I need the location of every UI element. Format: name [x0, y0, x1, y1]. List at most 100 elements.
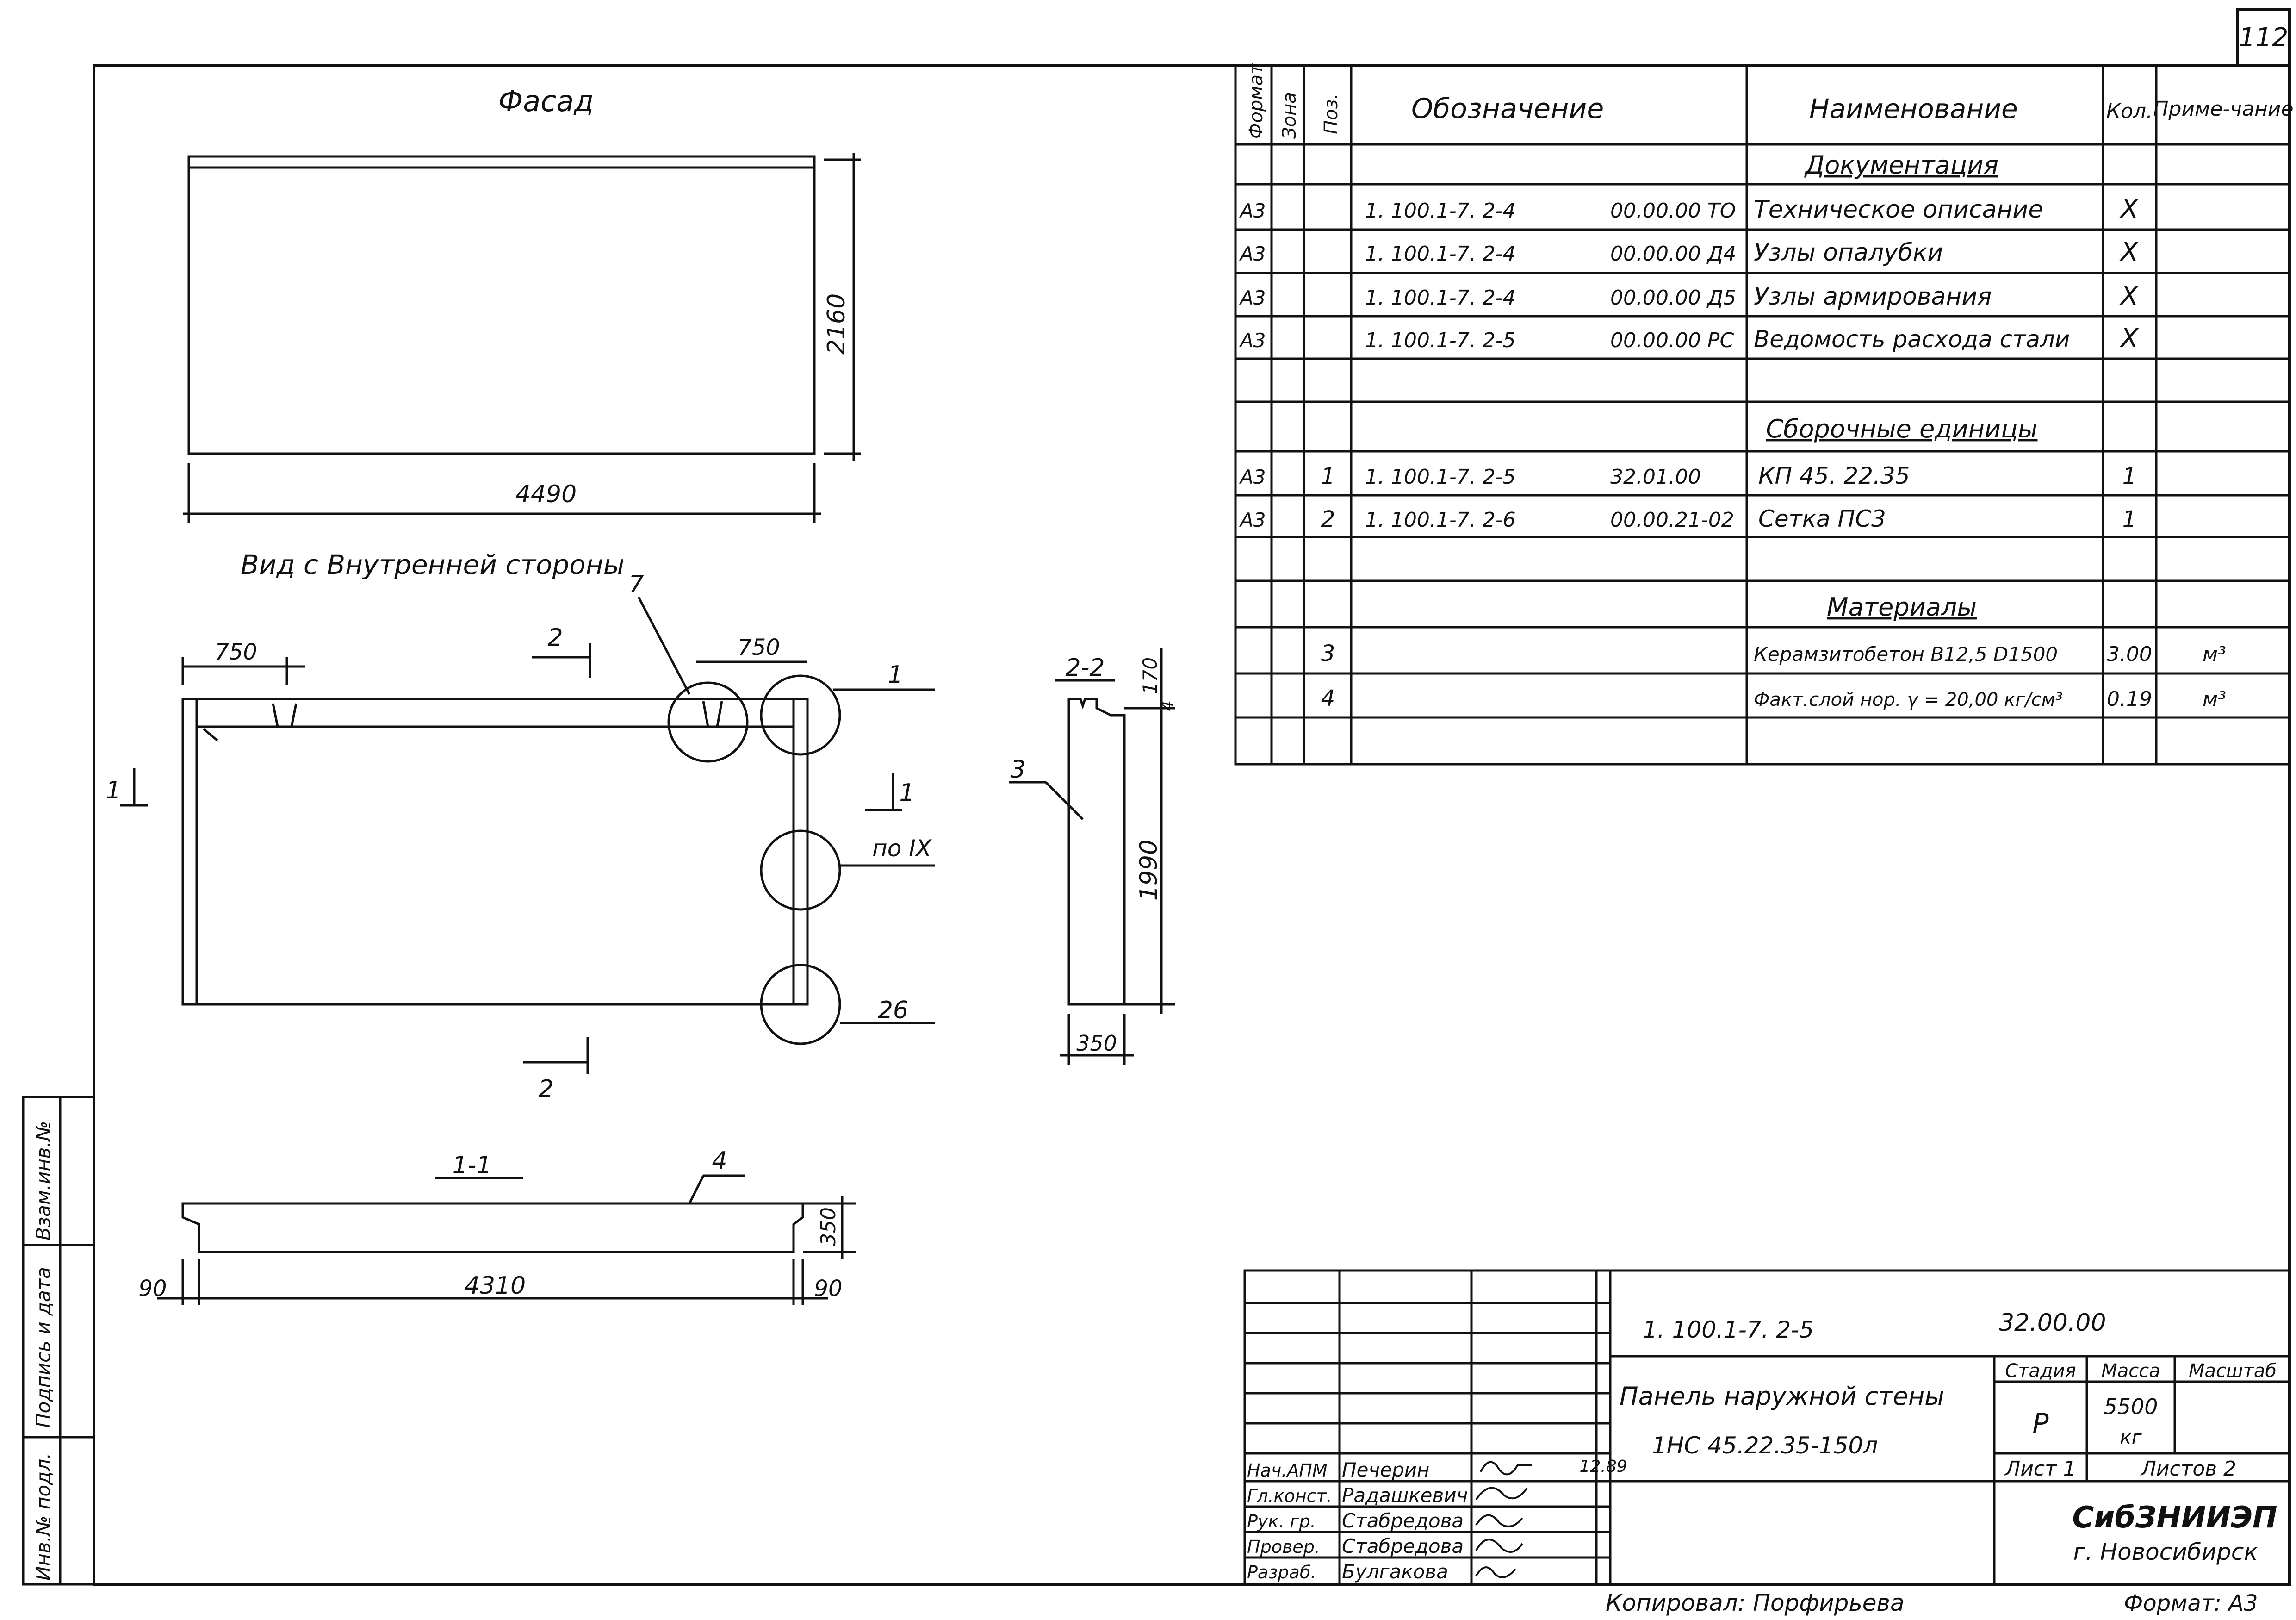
section-1-1-dim-thickness: 350 — [817, 1207, 840, 1246]
side-inv-dup: Взам.инв.№ — [32, 1121, 55, 1240]
title-stage: Р — [2033, 1408, 2049, 1439]
section-2-2-dim-height: 1990 — [1135, 840, 1163, 901]
svg-text:м³: м³ — [2203, 642, 2226, 666]
spec-header-pos: Поз. — [1321, 93, 1342, 134]
signature-mark — [1480, 1461, 1532, 1476]
spec-header-designation: Обозначение — [1411, 93, 1604, 125]
title-signer-row: Разраб. Булгакова — [1247, 1560, 1516, 1583]
callout-1: 1 — [887, 661, 903, 689]
svg-text:м³: м³ — [2203, 687, 2226, 711]
svg-text:Стабредова: Стабредова — [1342, 1509, 1464, 1532]
spec-header-qty: Кол. — [2106, 100, 2153, 123]
facade-height-dim: 2160 — [823, 293, 850, 355]
facade-width-dim: 4490 — [515, 480, 577, 508]
section-1-1-title: 1-1 — [453, 1152, 492, 1179]
spec-doc-row: А3 1. 100.1-7. 2-4 00.00.00 ТО Техническ… — [1239, 194, 2139, 224]
svg-text:1. 100.1-7. 2-5: 1. 100.1-7. 2-5 — [1365, 465, 1516, 489]
title-sheets: Листов 2 — [2140, 1457, 2236, 1481]
svg-text:Радашкевич: Радашкевич — [1342, 1484, 1468, 1507]
signature-mark — [1475, 1487, 1528, 1501]
svg-text:А3: А3 — [1239, 329, 1266, 352]
title-name-line1: Панель наружной стены — [1620, 1382, 1944, 1411]
svg-text:X: X — [2119, 194, 2139, 224]
svg-text:3.00: 3.00 — [2107, 642, 2152, 666]
svg-text:Сетка ПС3: Сетка ПС3 — [1758, 505, 1886, 532]
signature-mark — [1475, 1539, 1523, 1553]
section-1-1-callout: 4 — [712, 1147, 727, 1175]
svg-text:X: X — [2119, 281, 2139, 311]
title-name-line2: 1НС 45.22.35-150л — [1652, 1432, 1878, 1459]
title-doc-number: 32.00.00 — [1999, 1309, 2106, 1337]
svg-text:Разраб.: Разраб. — [1247, 1562, 1316, 1583]
signature-mark — [1475, 1566, 1516, 1578]
svg-text:3: 3 — [1321, 641, 1335, 667]
spec-header-zone: Зона — [1279, 92, 1300, 139]
title-signer-row: Рук. гр. Стабредова — [1247, 1509, 1523, 1532]
svg-text:4: 4 — [1321, 685, 1335, 711]
title-mass: 5500 — [2104, 1394, 2158, 1419]
title-signer-row: Провер. Стабредова — [1247, 1535, 1523, 1558]
spec-header-note: Приме-чание — [2153, 97, 2293, 121]
svg-text:Рук. гр.: Рук. гр. — [1247, 1511, 1316, 1532]
section-2-2-callout: 3 — [1010, 756, 1025, 784]
svg-text:Узлы армирования: Узлы армирования — [1754, 283, 1992, 311]
svg-text:1. 100.1-7. 2-4: 1. 100.1-7. 2-4 — [1365, 286, 1516, 310]
spec-section-documentation: Документация — [1804, 150, 1998, 180]
title-mass-label: Масса — [2101, 1360, 2160, 1382]
svg-text:32.01.00: 32.01.00 — [1610, 465, 1701, 489]
svg-text:00.00.00 ТО: 00.00.00 ТО — [1610, 199, 1736, 223]
sheet-number: 112 — [2239, 23, 2289, 53]
inner-view-title: Вид с Внутренней стороны — [241, 549, 625, 580]
spec-header-format: Формат — [1246, 63, 1267, 139]
sheet-frame — [93, 8, 2291, 1586]
spec-doc-row: А3 1. 100.1-7. 2-5 00.00.00 РС Ведомость… — [1239, 324, 2139, 354]
svg-text:КП 45. 22.35: КП 45. 22.35 — [1758, 462, 1910, 489]
svg-text:1. 100.1-7. 2-4: 1. 100.1-7. 2-4 — [1365, 199, 1516, 223]
spec-section-materials: Материалы — [1827, 592, 1977, 622]
section-1-1-outline — [157, 1174, 856, 1305]
svg-text:1. 100.1-7. 2-4: 1. 100.1-7. 2-4 — [1365, 242, 1516, 266]
svg-text:А3: А3 — [1239, 509, 1266, 531]
svg-text:Провер.: Провер. — [1247, 1537, 1320, 1557]
svg-text:Узлы опалубки: Узлы опалубки — [1754, 239, 1943, 267]
svg-text:00.00.00 РС: 00.00.00 РС — [1610, 329, 1734, 352]
spec-material-row: 3 Керамзитобетон В12,5 D1500 3.00 м³ — [1321, 641, 2226, 667]
title-org-name: СибЗНИИЭП — [2072, 1501, 2277, 1535]
svg-text:1: 1 — [2122, 463, 2137, 489]
signature-mark — [1475, 1514, 1523, 1527]
title-sheet: Лист 1 — [2004, 1457, 2076, 1481]
section-1-1-dim-right: 90 — [814, 1276, 842, 1302]
facade-outline — [183, 153, 861, 523]
side-stamp — [22, 1096, 95, 1586]
svg-text:1: 1 — [1321, 463, 1335, 489]
svg-text:1. 100.1-7. 2-6: 1. 100.1-7. 2-6 — [1365, 508, 1516, 532]
spec-assembly-row: А3 2 1. 100.1-7. 2-6 00.00.21-02 Сетка П… — [1239, 505, 2136, 532]
facade-title: Фасад — [498, 84, 594, 118]
svg-text:X: X — [2119, 324, 2139, 354]
svg-text:00.00.00 Д4: 00.00.00 Д4 — [1610, 242, 1736, 266]
svg-text:А3: А3 — [1239, 199, 1266, 222]
title-doc-code: 1. 100.1-7. 2-5 — [1643, 1316, 1814, 1343]
section-1-1-dim-left: 90 — [138, 1276, 167, 1302]
svg-text:Керамзитобетон В12,5 D1500: Керамзитобетон В12,5 D1500 — [1754, 643, 2058, 666]
callout-26: 26 — [878, 997, 908, 1024]
section-mark-1-left: 1 — [105, 777, 121, 804]
spec-doc-row: А3 1. 100.1-7. 2-4 00.00.00 Д5 Узлы арми… — [1239, 281, 2139, 311]
svg-text:А3: А3 — [1239, 243, 1266, 265]
side-inv-orig: Инв.№ подл. — [32, 1453, 55, 1581]
inner-dim-left: 750 — [215, 639, 257, 665]
svg-text:Ведомость расхода стали: Ведомость расхода стали — [1754, 326, 2070, 353]
spec-section-assembly: Сборочные единицы — [1766, 414, 2037, 443]
svg-text:1: 1 — [2122, 506, 2137, 532]
title-stage-label: Стадия — [2005, 1360, 2076, 1382]
title-org-city: г. Новосибирск — [2073, 1539, 2258, 1565]
section-mark-2-bottom: 2 — [538, 1075, 553, 1103]
title-mass-unit: кг — [2120, 1426, 2142, 1449]
section-2-2-dim-small: 4 — [1158, 701, 1177, 711]
svg-text:Печерин: Печерин — [1342, 1458, 1430, 1481]
svg-text:Стабредова: Стабредова — [1342, 1535, 1464, 1558]
section-2-2-title: 2-2 — [1066, 654, 1105, 682]
section-1-1-dim-length: 4310 — [465, 1272, 526, 1300]
svg-text:А3: А3 — [1239, 287, 1266, 309]
title-signer-row: Гл.конст. Радашкевич — [1247, 1484, 1528, 1507]
